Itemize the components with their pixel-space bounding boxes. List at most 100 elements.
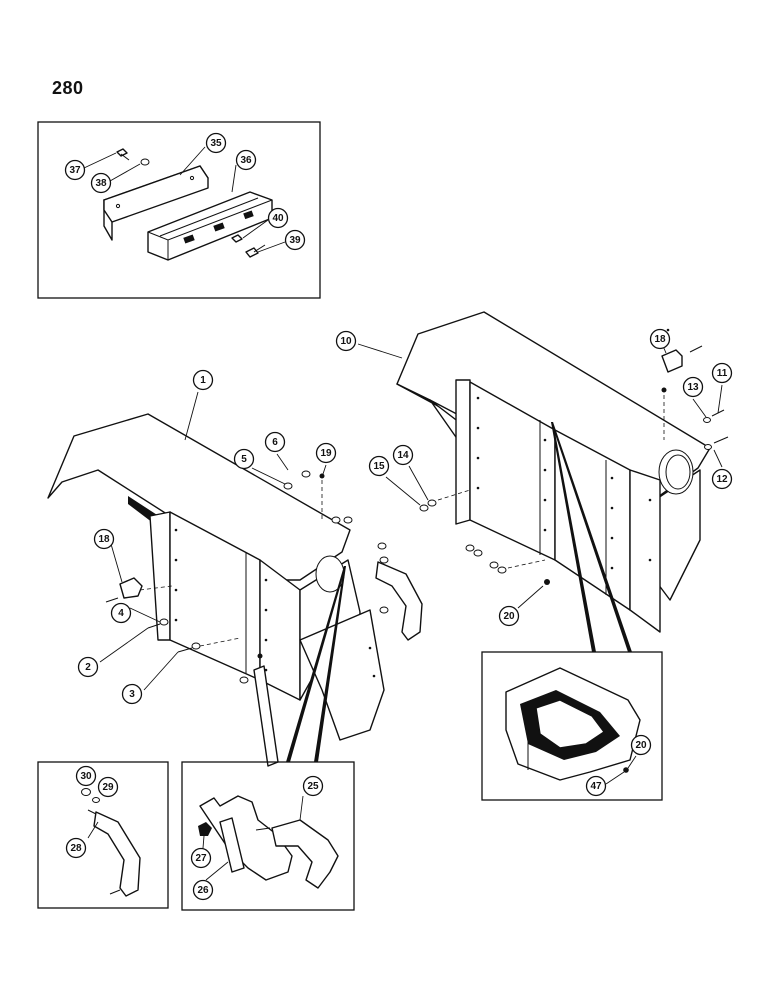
callout-label: 1: [200, 375, 206, 386]
callout-circle: [93, 528, 115, 550]
lamp-inset: [37, 121, 321, 299]
callout-label: 10: [340, 336, 352, 347]
fender-10-lamp-opening: [658, 449, 694, 495]
cutaway-inset-frame: [481, 651, 663, 801]
callout-39: 39: [284, 229, 306, 251]
bolt-39: [245, 247, 259, 258]
bracket-18-left: [119, 577, 143, 599]
bracket-inset: [181, 566, 355, 911]
callout-label: 11: [717, 368, 728, 379]
callout-circle: [192, 879, 214, 901]
callout-circle: [498, 605, 520, 627]
callout-35: 35: [205, 132, 227, 154]
callout-28: 28: [65, 837, 87, 859]
callout-label: 15: [373, 461, 385, 472]
callout-15: 15: [368, 455, 390, 477]
callout-circle: [284, 229, 306, 251]
callout-circle: [97, 776, 119, 798]
callout-26: 26: [192, 879, 214, 901]
callout-circle: [77, 656, 99, 678]
callout-circle: [235, 149, 257, 171]
callout-circle: [90, 172, 112, 194]
cutaway-inset: [481, 422, 663, 801]
callout-3: 3: [121, 683, 143, 705]
callout-circle: [302, 775, 324, 797]
callout-label: 18: [98, 534, 110, 545]
washer-29: [92, 797, 100, 803]
callout-29: 29: [97, 776, 119, 798]
handle-28: [93, 811, 141, 897]
callout-label: 28: [70, 843, 82, 854]
callout-14: 14: [392, 444, 414, 466]
fender-10-rivets: [476, 328, 670, 570]
callout-circle: [64, 159, 86, 181]
callout-circle: [711, 468, 733, 490]
callout-label: 27: [195, 853, 207, 864]
callout-label: 26: [197, 885, 209, 896]
callout-circle: [368, 455, 390, 477]
handle-inset-frame: [37, 761, 169, 909]
callout-30: 30: [75, 765, 97, 787]
handle-25: [271, 819, 339, 889]
grommet-20: [544, 579, 550, 585]
callout-40: 40: [267, 207, 289, 229]
callout-6: 6: [264, 431, 286, 453]
lamp-inset-frame: [37, 121, 321, 299]
callout-18: 18: [649, 328, 671, 350]
callout-19: 19: [315, 442, 337, 464]
fender-1-rivets: [174, 528, 376, 678]
callout-1: 1: [192, 369, 214, 391]
plate-26: [219, 817, 245, 873]
callout-label: 4: [118, 608, 124, 619]
callout-label: 37: [69, 165, 81, 176]
callout-circle: [711, 362, 733, 384]
callout-label: 25: [307, 781, 319, 792]
callout-10: 10: [335, 330, 357, 352]
callout-circle: [110, 602, 132, 624]
callout-circle: [392, 444, 414, 466]
callout-circle: [315, 442, 337, 464]
callout-27: 27: [190, 847, 212, 869]
callout-4: 4: [110, 602, 132, 624]
callout-label: 39: [289, 235, 301, 246]
nut-30: [81, 788, 91, 796]
callout-18: 18: [93, 528, 115, 550]
fender-1-lower-bracket: [299, 609, 385, 741]
screw-37: [116, 148, 128, 157]
callout-5: 5: [233, 448, 255, 470]
nuts-14-15: [419, 499, 507, 574]
callout-2: 2: [77, 656, 99, 678]
callout-circle: [192, 369, 214, 391]
callout-circle: [585, 775, 607, 797]
callout-label: 18: [654, 334, 666, 345]
bracket-inset-frame: [181, 761, 355, 911]
callout-20: 20: [498, 605, 520, 627]
callout-circle: [264, 431, 286, 453]
callout-label: 20: [635, 740, 647, 751]
callout-circle: [649, 328, 671, 350]
callout-label: 6: [272, 437, 278, 448]
callout-label: 5: [241, 454, 247, 465]
bracket-18-right: [661, 349, 683, 373]
callout-circle: [75, 765, 97, 787]
callout-12: 12: [711, 468, 733, 490]
callout-label: 20: [503, 611, 515, 622]
callout-47: 47: [585, 775, 607, 797]
callout-circle: [630, 734, 652, 756]
callout-layer: 1234561011121314151818192020472526272829…: [64, 132, 733, 901]
callout-circle: [335, 330, 357, 352]
callout-label: 35: [210, 138, 222, 149]
page-number: 280: [52, 78, 84, 98]
callout-13: 13: [682, 376, 704, 398]
callout-label: 36: [240, 155, 252, 166]
callout-circle: [233, 448, 255, 470]
callout-circle: [682, 376, 704, 398]
callout-label: 2: [85, 662, 91, 673]
handle-inset: [37, 761, 169, 909]
callout-11: 11: [711, 362, 733, 384]
callout-circle: [65, 837, 87, 859]
callout-label: 30: [80, 771, 92, 782]
callout-label: 3: [129, 689, 135, 700]
fender-10-panel: [455, 379, 471, 525]
